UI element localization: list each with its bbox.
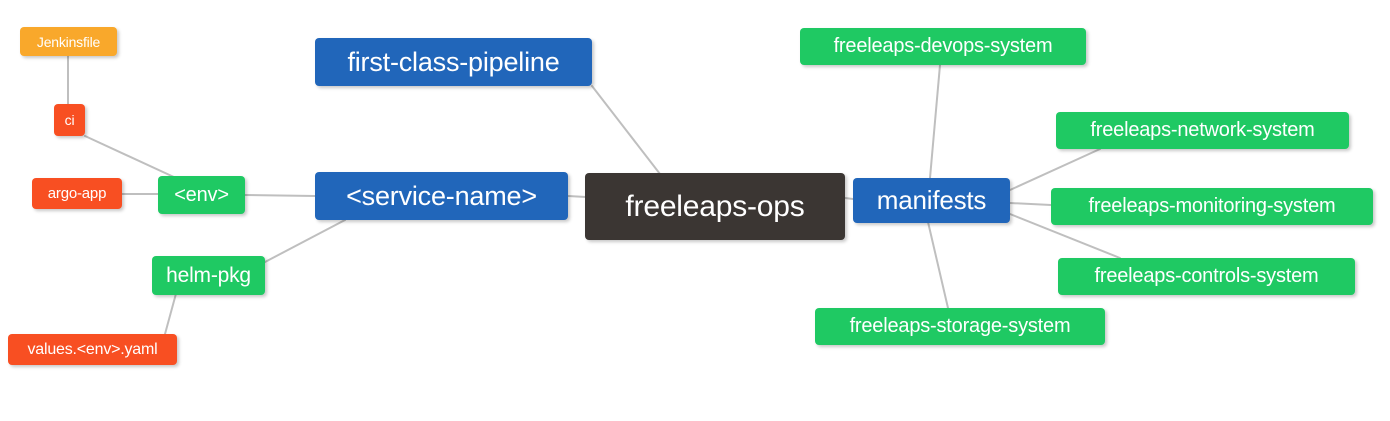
node-label-first-class-pipeline: first-class-pipeline [347, 46, 560, 77]
node-service-name[interactable]: <service-name> [315, 172, 568, 220]
node-label-service-name: <service-name> [346, 180, 537, 211]
node-label-ci: ci [64, 112, 75, 128]
edge-manifests-storage-system [927, 221, 949, 309]
node-label-monitoring-system: freeleaps-monitoring-system [1088, 195, 1336, 217]
node-root-freeleaps-ops[interactable]: freeleaps-ops [585, 173, 845, 240]
edge-service-name-env [244, 194, 316, 197]
node-label-helm-pkg: helm-pkg [166, 263, 251, 287]
node-freeleaps-network-system[interactable]: freeleaps-network-system [1056, 112, 1349, 149]
node-freeleaps-storage-system[interactable]: freeleaps-storage-system [815, 308, 1105, 345]
node-ci[interactable]: ci [54, 104, 85, 136]
edge-service-name-helm-pkg [264, 219, 346, 263]
node-label-storage-system: freeleaps-storage-system [849, 315, 1071, 337]
edge-manifests-controls-system [1009, 213, 1121, 259]
node-argo-app[interactable]: argo-app [32, 178, 122, 209]
node-first-class-pipeline[interactable]: first-class-pipeline [315, 38, 592, 86]
node-freeleaps-monitoring-system[interactable]: freeleaps-monitoring-system [1051, 188, 1373, 225]
node-label-jenkinsfile: Jenkinsfile [36, 33, 101, 50]
node-label-network-system: freeleaps-network-system [1090, 119, 1315, 141]
node-env[interactable]: <env> [158, 176, 245, 214]
node-label-controls-system: freeleaps-controls-system [1094, 265, 1319, 287]
node-label-freeleaps-ops: freeleaps-ops [625, 189, 805, 223]
edge-root-first-class-pipeline [591, 85, 661, 175]
edge-root-service-name [567, 195, 587, 198]
edge-manifests-devops-system [929, 64, 941, 179]
node-label-values-yaml: values.<env>.yaml [27, 340, 158, 358]
node-values-yaml[interactable]: values.<env>.yaml [8, 334, 177, 365]
edge-env-ci [84, 135, 177, 179]
edge-manifests-network-system [1009, 148, 1101, 191]
node-helm-pkg[interactable]: helm-pkg [152, 256, 265, 295]
node-manifests[interactable]: manifests [853, 178, 1010, 223]
edge-root-manifests [844, 197, 854, 200]
edge-helm-pkg-values-yaml [164, 289, 178, 335]
node-freeleaps-controls-system[interactable]: freeleaps-controls-system [1058, 258, 1355, 295]
node-label-env: <env> [174, 183, 229, 206]
node-label-argo-app: argo-app [47, 185, 107, 202]
node-freeleaps-devops-system[interactable]: freeleaps-devops-system [800, 28, 1086, 65]
node-jenkinsfile[interactable]: Jenkinsfile [20, 27, 117, 56]
node-label-devops-system: freeleaps-devops-system [833, 35, 1053, 57]
node-label-manifests: manifests [876, 185, 987, 215]
edge-manifests-monitoring-system [1009, 202, 1052, 206]
